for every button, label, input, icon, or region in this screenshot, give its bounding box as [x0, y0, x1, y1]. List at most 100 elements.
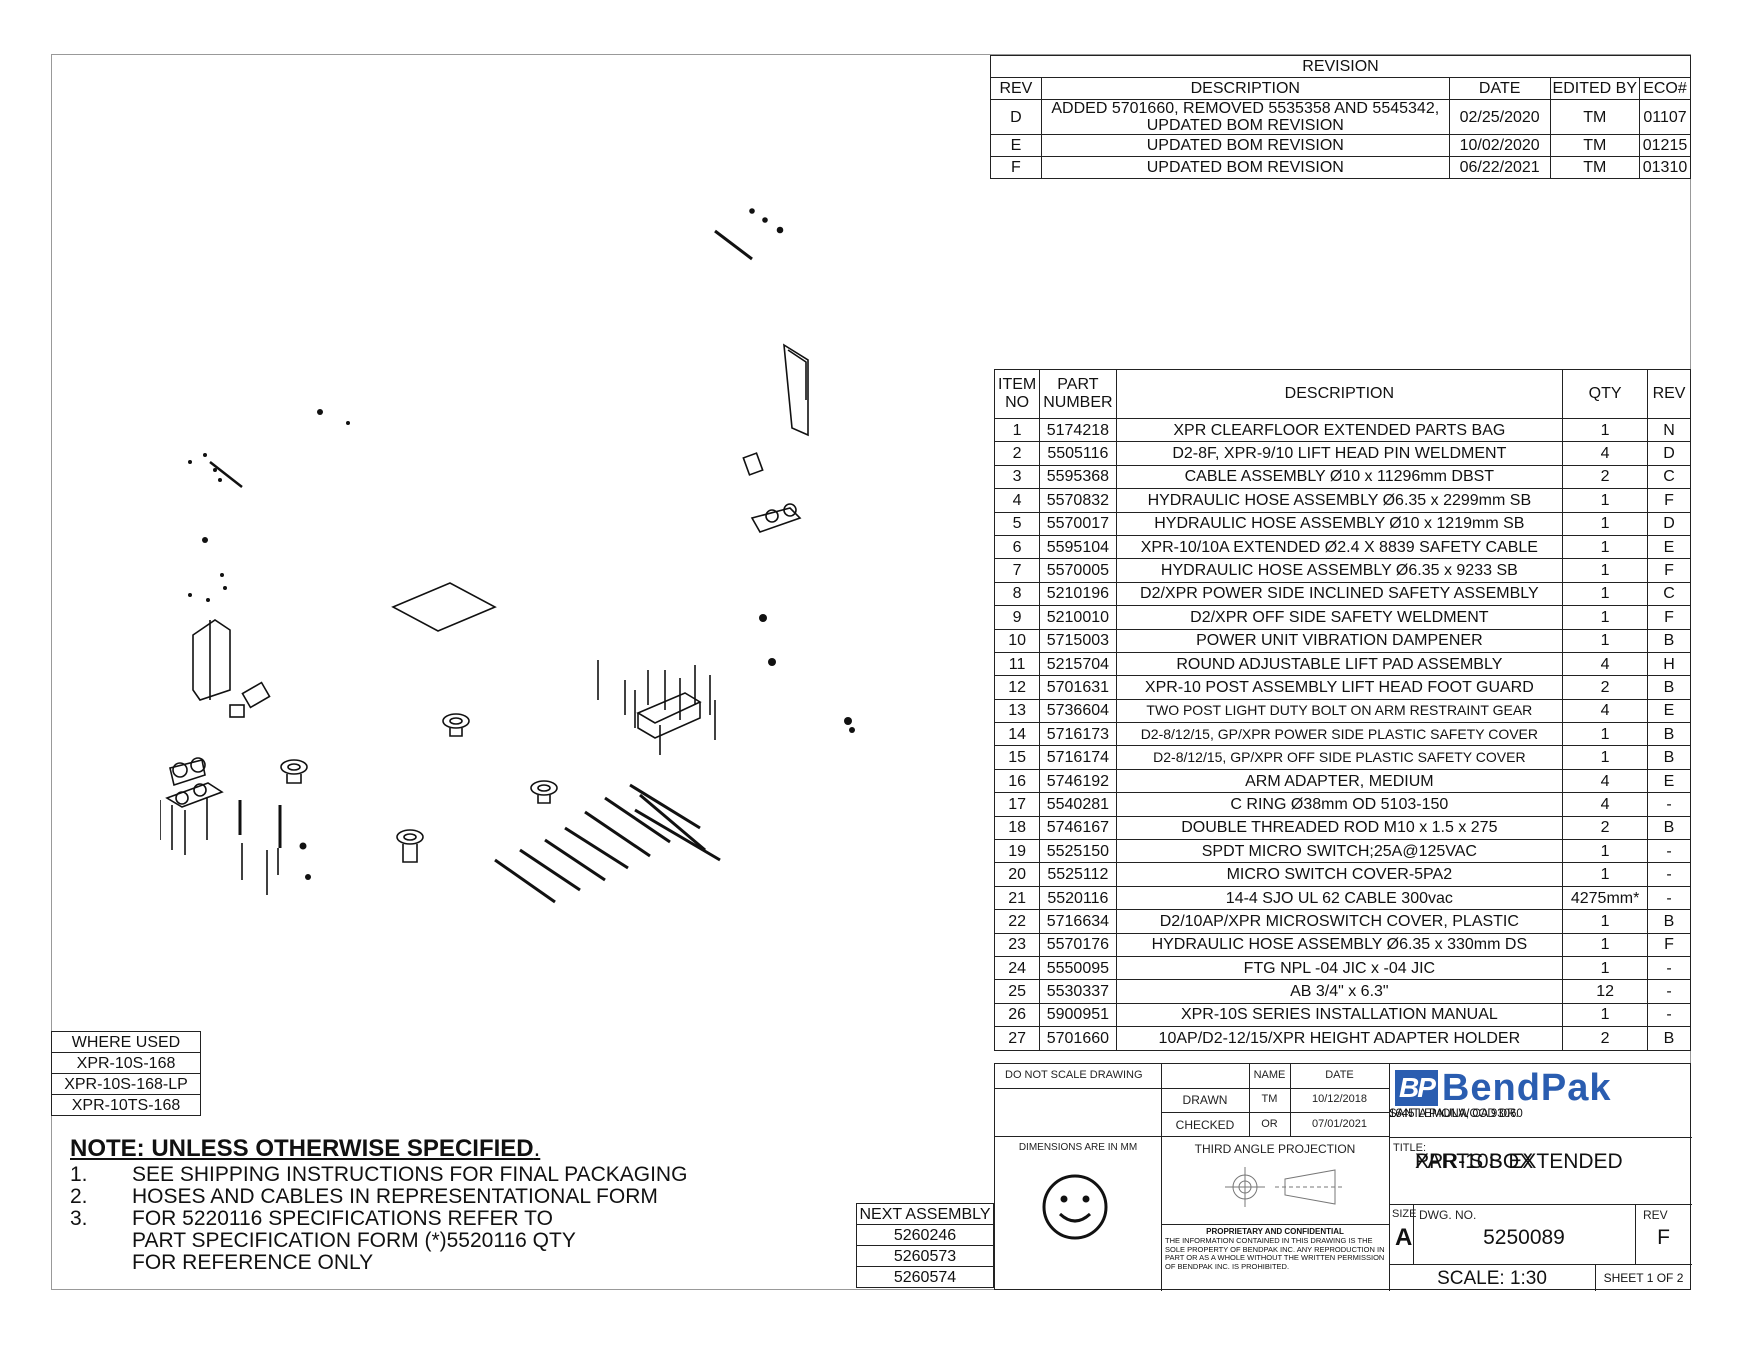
bom-cell: -: [1647, 792, 1691, 817]
bom-cell: HYDRAULIC HOSE ASSEMBLY Ø6.35 x 2299mm S…: [1115, 488, 1564, 513]
bom-cell: -: [1647, 979, 1691, 1004]
hydraulic-hose-part: [494, 783, 721, 904]
bom-header-rev: REV: [1647, 369, 1691, 419]
revision-title: REVISION: [990, 55, 1691, 78]
bom-cell: 5716174: [1039, 745, 1117, 770]
bom-cell: 5525112: [1039, 862, 1117, 887]
bom-cell: 11: [993, 651, 1041, 677]
bom-cell: 4275mm*: [1562, 885, 1649, 911]
rev-cell: 06/22/2021: [1448, 156, 1551, 179]
bom-cell: B: [1647, 675, 1691, 700]
bom-cell: 17: [993, 792, 1041, 817]
switch-part: [229, 704, 245, 718]
date-label: DATE: [1325, 1069, 1354, 1081]
bom-cell: 5716173: [1039, 722, 1117, 747]
bom-cell: 18: [993, 815, 1041, 841]
bolt-part: [776, 226, 784, 234]
bom-cell: HYDRAULIC HOSE ASSEMBLY Ø10 x 1219mm SB: [1115, 511, 1564, 536]
bom-cell: 5530337: [1039, 979, 1117, 1004]
dimensions-note: DIMENSIONS ARE IN MM: [1018, 1142, 1138, 1153]
rev-cell: TM: [1549, 99, 1641, 135]
bom-cell: 4: [1562, 792, 1649, 817]
bom-cell: 1: [1562, 605, 1649, 630]
bom-cell: 1: [993, 417, 1041, 443]
drawn-name: TM: [1261, 1093, 1278, 1105]
bom-cell: 14-4 SJO UL 62 CABLE 300vac: [1115, 885, 1564, 911]
bom-cell: 1: [1562, 1002, 1649, 1028]
bom-cell: 12: [993, 675, 1041, 700]
bill-of-materials-table: ITEM NO PART NUMBER DESCRIPTION QTY REV …: [993, 369, 1691, 1051]
where-used-item: XPR-10S-168-LP: [51, 1073, 201, 1095]
bom-cell: 24: [993, 955, 1041, 981]
bom-cell: TWO POST LIGHT DUTY BOLT ON ARM RESTRAIN…: [1115, 698, 1564, 724]
bom-cell: 1: [1562, 839, 1649, 864]
bom-cell: 5525150: [1039, 839, 1117, 864]
bom-header-part-number: PART NUMBER: [1039, 369, 1117, 419]
bom-cell: MICRO SWITCH COVER-5PA2: [1115, 862, 1564, 887]
bom-cell: XPR-10/10A EXTENDED Ø2.4 X 8839 SAFETY C…: [1115, 534, 1564, 560]
lift-pad-part: [396, 829, 424, 863]
bom-cell: 5540281: [1039, 792, 1117, 817]
where-used-title: WHERE USED: [51, 1031, 201, 1053]
bom-cell: 5900951: [1039, 1002, 1117, 1028]
bom-cell: XPR-10S SERIES INSTALLATION MANUAL: [1115, 1002, 1564, 1028]
bom-cell: 2: [1562, 464, 1649, 490]
bom-cell: FTG NPL -04 JIC x -04 JIC: [1115, 955, 1564, 981]
title-label: TITLE:: [1393, 1142, 1427, 1154]
bom-cell: C RING Ø38mm OD 5103-150: [1115, 792, 1564, 817]
rev-cell: TM: [1549, 156, 1641, 179]
bom-cell: 1: [1562, 745, 1649, 770]
rev-header-rev: REV: [990, 77, 1042, 100]
bom-cell: 1: [1562, 909, 1649, 934]
bom-cell: 5215704: [1039, 651, 1117, 677]
rev-cell: UPDATED BOM REVISION: [1040, 156, 1450, 179]
bom-cell: XPR CLEARFLOOR EXTENDED PARTS BAG: [1115, 417, 1564, 443]
next-assembly-title: NEXT ASSEMBLY: [856, 1203, 994, 1225]
drawn-date: 10/12/2018: [1311, 1093, 1368, 1105]
bom-header-description: DESCRIPTION: [1115, 369, 1564, 419]
bendpak-logo: BP BendPak: [1395, 1068, 1690, 1108]
next-assembly-table: NEXT ASSEMBLY 5260246 5260573 5260574: [856, 1203, 994, 1288]
bom-cell: D2/XPR POWER SIDE INCLINED SAFETY ASSEMB…: [1115, 581, 1564, 607]
rev-cell: D: [990, 99, 1042, 135]
bom-cell: E: [1647, 768, 1691, 794]
where-used-item: XPR-10S-168: [51, 1052, 201, 1074]
bom-cell: 5210010: [1039, 605, 1117, 630]
bom-cell: B: [1647, 909, 1691, 934]
bom-cell: -: [1647, 885, 1691, 911]
bom-cell: 5570832: [1039, 488, 1117, 513]
next-assembly-item: 5260246: [856, 1224, 994, 1246]
checked-date: 07/01/2021: [1311, 1118, 1368, 1130]
micro-switch-part: [241, 681, 271, 709]
bom-cell: 1: [1562, 417, 1649, 443]
bom-cell: B: [1647, 1026, 1691, 1051]
sheet-size: A: [1395, 1224, 1413, 1251]
safety-cover-part: [783, 343, 809, 437]
bolt-part: [749, 208, 755, 214]
rev-cell: F: [990, 156, 1042, 179]
bom-cell: XPR-10 POST ASSEMBLY LIFT HEAD FOOT GUAR…: [1115, 675, 1564, 700]
bom-cell: F: [1647, 488, 1691, 513]
bom-cell: 1: [1562, 534, 1649, 560]
bom-cell: 6: [993, 534, 1041, 560]
drawing-rev: F: [1657, 1226, 1670, 1249]
bom-cell: 5570017: [1039, 511, 1117, 536]
sheet-number: SHEET 1 OF 2: [1603, 1271, 1684, 1285]
bom-cell: 12: [1562, 979, 1649, 1004]
note-item: 2.HOSES AND CABLES IN REPRESENTATIONAL F…: [70, 1185, 658, 1208]
bom-cell: 5505116: [1039, 441, 1117, 466]
bom-cell: 7: [993, 558, 1041, 583]
bom-cell: 8: [993, 581, 1041, 607]
bom-cell: 26: [993, 1002, 1041, 1028]
